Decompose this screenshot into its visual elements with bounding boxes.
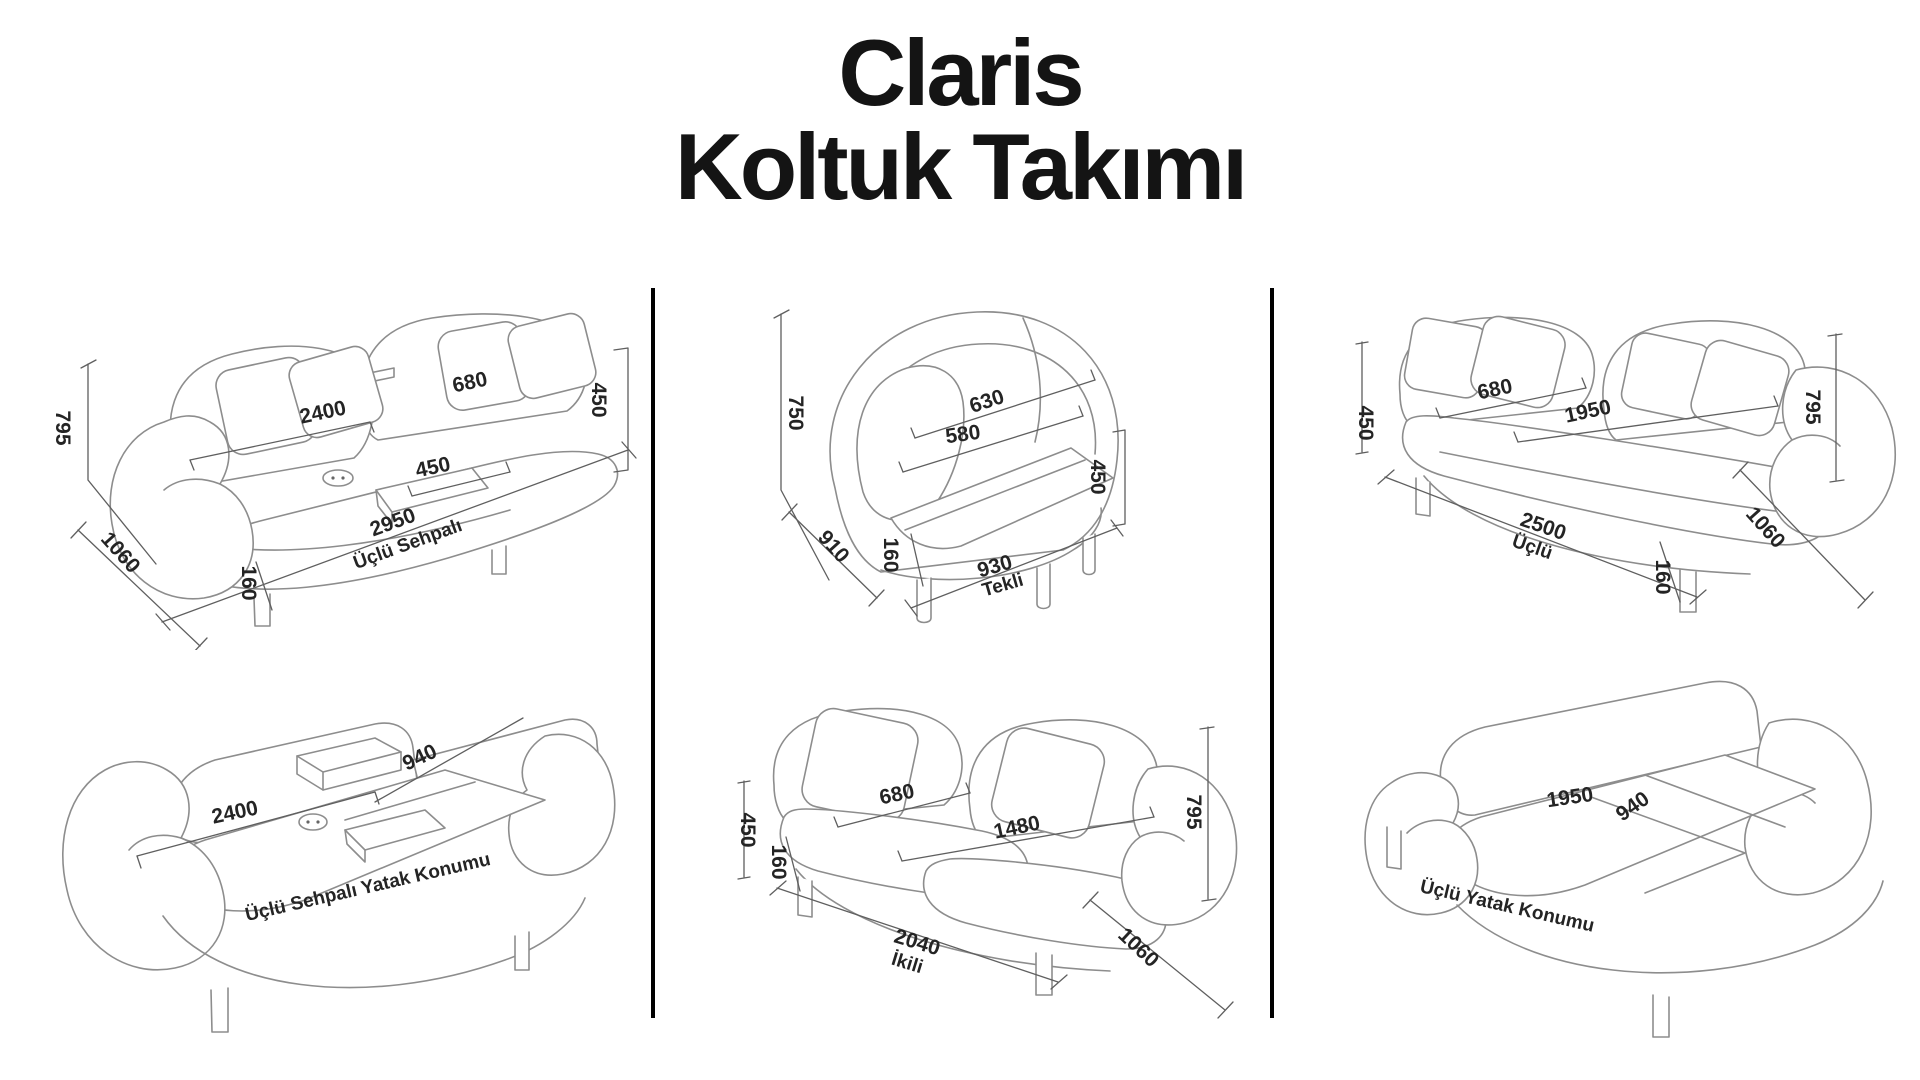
diagram-uclu-sehpali: 795 1060 160 2400 680 450 450 2950 Üçlü …	[40, 280, 660, 650]
diagram-tekli: 750 910 160 630 580 450 930 Tekli	[765, 280, 1165, 645]
sofa-drawing-ikili	[737, 707, 1238, 1019]
diagram-uclu: 450 680 1950 795 2500 Üçlü 1060 160	[1350, 270, 1920, 630]
page-title-line1: Claris	[838, 20, 1084, 125]
dim-leg-height: 160	[1651, 559, 1674, 595]
sofa-drawing-tekli	[773, 309, 1126, 624]
dimension-lines	[737, 726, 1234, 1019]
sofa-drawing-uclu	[1355, 315, 1896, 613]
dim-arm-height: 450	[587, 382, 610, 418]
sofa-drawing-uclu-sehpali-yatak	[61, 717, 616, 1033]
dim-arm-height: 450	[1354, 405, 1377, 441]
dimension-lines	[1355, 333, 1874, 609]
diagram-uclu-sehpali-yatak: 2400 940 Üçlü Sehpalı Yatak Konumu	[45, 660, 645, 1080]
sofa-outline	[1364, 680, 1884, 1038]
dim-height: 795	[51, 410, 74, 446]
diagram-ikili: 450 160 680 1480 795 2040 İkili 1060	[730, 665, 1260, 1080]
diagram-uclu-yatak: 1950 940 Üçlü Yatak Konumu	[1345, 655, 1920, 1080]
dim-arm-height: 450	[1086, 459, 1109, 495]
sofa-outline	[772, 707, 1238, 996]
dim-leg-height: 160	[237, 565, 260, 601]
sofa-outline	[829, 311, 1119, 624]
page-title-line2: Koltuk Takımı	[674, 114, 1248, 219]
dim-leg-height: 160	[767, 844, 790, 880]
dim-height: 750	[784, 395, 807, 431]
dimension-lines	[70, 347, 637, 650]
sofa-drawing-uclu-sehpali	[70, 312, 637, 650]
sofa-drawing-uclu-yatak	[1364, 680, 1884, 1038]
column-divider-left	[651, 288, 655, 1018]
page-title: Claris Koltuk Takımı	[0, 26, 1920, 214]
dim-leg-height: 160	[879, 537, 902, 573]
dim-seat-width: 580	[943, 420, 982, 449]
dimension-lines	[136, 717, 524, 869]
sofa-outline	[61, 718, 616, 1033]
dim-height: 795	[1182, 794, 1205, 830]
sofa-outline	[1398, 315, 1896, 613]
column-divider-right	[1270, 288, 1274, 1018]
dim-arm-height: 450	[736, 812, 759, 848]
dim-height: 795	[1801, 389, 1824, 425]
dimension-lines	[773, 309, 1126, 617]
sofa-outline	[109, 312, 619, 627]
